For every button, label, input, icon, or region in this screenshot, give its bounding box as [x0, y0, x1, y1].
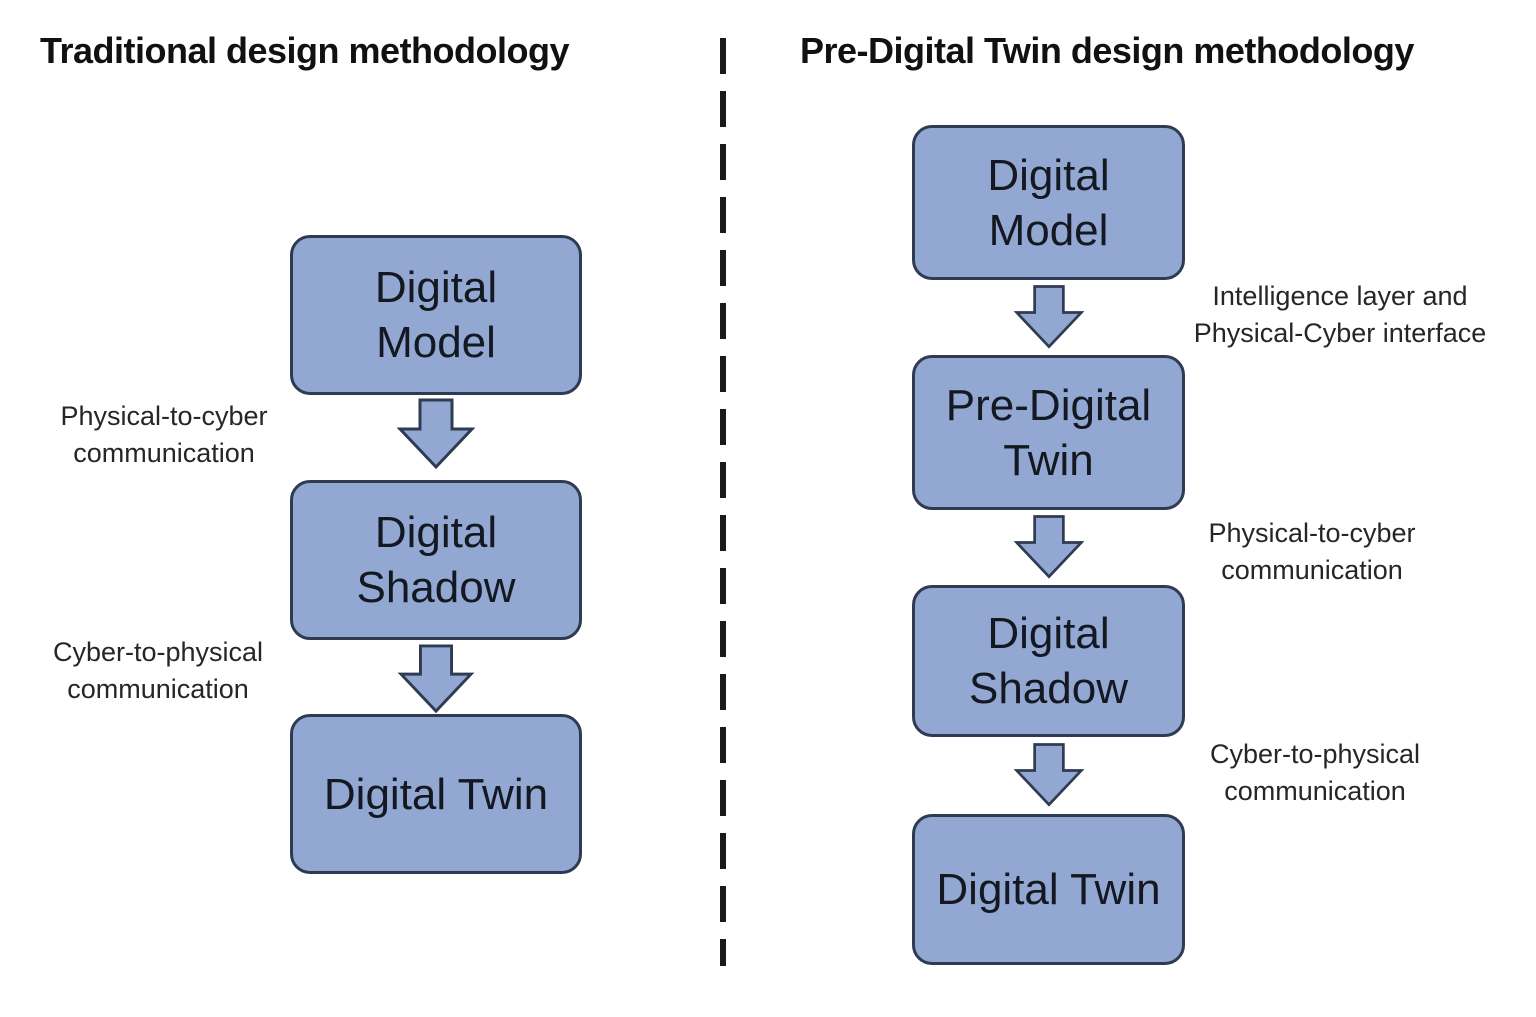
right-panel-title: Pre-Digital Twin design methodology [800, 30, 1414, 71]
left-edge-label-physical-to-cyber: Physical-to-cyber communication [60, 401, 268, 468]
down-arrow-icon [397, 644, 475, 714]
left-panel-title: Traditional design methodology [40, 30, 570, 71]
right-node-pre-digital-twin: Pre-Digital Twin [912, 355, 1185, 510]
down-arrow-icon [1014, 515, 1084, 579]
left-node-digital-twin: Digital Twin [290, 714, 582, 874]
right-node-digital-model: Digital Model [912, 125, 1185, 280]
right-edge-label-cyber-to-physical: Cyber-to-physical communication [1209, 739, 1421, 806]
down-arrow-icon [1014, 285, 1084, 349]
left-node-digital-model: Digital Model [290, 235, 582, 395]
panel-divider-dashed-line [720, 38, 726, 966]
down-arrow-icon [1014, 743, 1084, 807]
down-arrow-icon [397, 398, 475, 470]
left-edge-label-cyber-to-physical: Cyber-to-physical communication [52, 637, 264, 704]
left-node-digital-shadow: Digital Shadow [290, 480, 582, 640]
right-edge-label-physical-to-cyber: Physical-to-cyber communication [1208, 518, 1416, 585]
right-node-digital-twin: Digital Twin [912, 814, 1185, 965]
right-node-digital-shadow: Digital Shadow [912, 585, 1185, 737]
right-edge-label-intelligence-layer: Intelligence layer and Physical-Cyber in… [1193, 281, 1487, 348]
